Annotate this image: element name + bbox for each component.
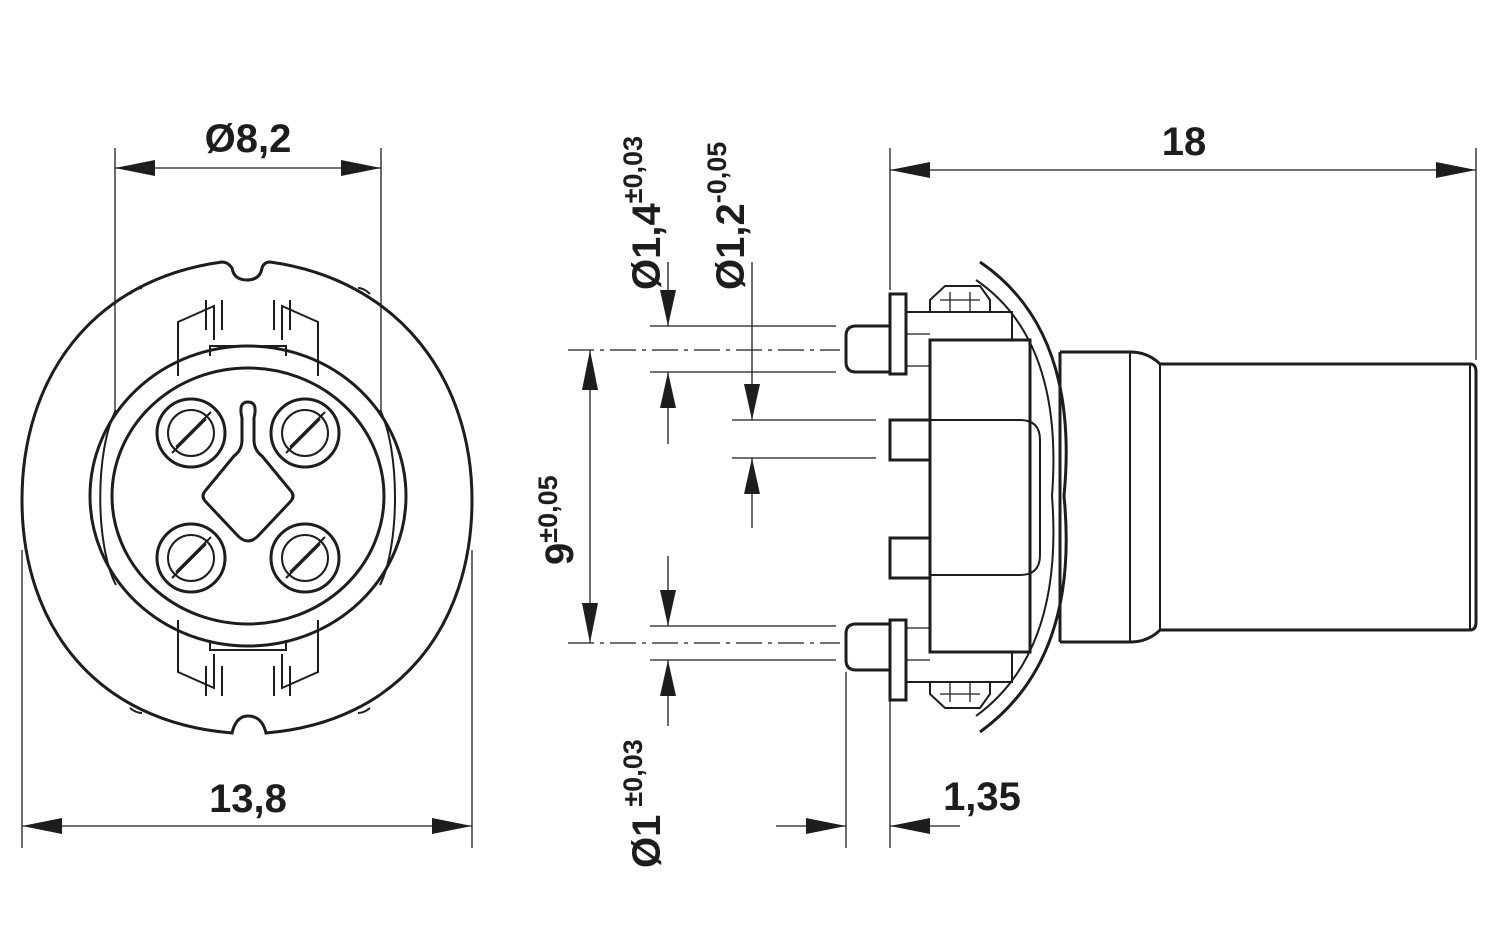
pin-diameter-small-label: Ø1,2-0,05 [702, 142, 753, 290]
side-gasket-inner [975, 279, 1055, 717]
side-bottom-tooth-detail [940, 682, 980, 702]
dim-pin-spacing: 9±0,05 [533, 350, 598, 643]
front-ring-band-right [379, 409, 396, 586]
pin-diameter-small-tolerance: -0,05 [702, 142, 732, 204]
dim-overall-length: 18 [889, 120, 1477, 360]
side-housing-recess [930, 419, 1041, 576]
side-pin-mid-upper [888, 418, 932, 462]
pin-diameter-tip-tolerance: ±0,03 [618, 739, 648, 806]
front-latch-top-wall-right [273, 300, 291, 330]
front-bump-bottom-left [129, 707, 143, 714]
front-ring-band-left [99, 409, 117, 586]
front-latch-top-left [177, 304, 215, 376]
side-view [844, 260, 1478, 734]
side-bottom-tooth [929, 681, 991, 709]
pin-diameter-large-label: Ø1,4±0,03 [618, 136, 669, 290]
side-top-tooth [929, 285, 991, 313]
front-bump-bottom-right [357, 707, 371, 714]
side-body-cylinder [1060, 350, 1478, 644]
side-pin-mid-lower [888, 536, 932, 580]
front-ring-outer [88, 344, 408, 648]
centerlines [568, 349, 840, 644]
pin-diameter-tip-label: Ø1 ±0,03 [618, 739, 669, 868]
pin-spacing-tolerance: ±0,05 [533, 475, 563, 542]
front-latch-bottom-left [177, 620, 215, 690]
contact-top-left [155, 397, 227, 469]
front-latch-top-wall-left [205, 300, 223, 330]
front-latch-top-right [281, 304, 319, 376]
front-view [20, 260, 474, 735]
front-bump-top-left [129, 287, 143, 295]
offset-label: 1,35 [943, 775, 1021, 819]
front-latch-top-inner [209, 345, 287, 356]
pin-spacing-label: 9±0,05 [533, 475, 582, 565]
front-latch-bottom-right [281, 620, 319, 690]
pin-diameter-large-base: Ø1,4 [625, 203, 669, 290]
pin-diameter-small-base: Ø1,2 [709, 203, 753, 290]
dim-pin-diameter-large: Ø1,4±0,03 [618, 136, 836, 444]
overall-length-label: 18 [1162, 120, 1207, 164]
pin-spacing-base: 9 [538, 543, 582, 565]
side-top-bracket [905, 311, 1013, 340]
side-pin-top [844, 292, 930, 376]
dim-front-inner-diameter: Ø8,2 [114, 117, 382, 415]
dim-pin-diameter-tip: Ø1 ±0,03 [618, 556, 836, 868]
side-top-tooth-detail [940, 292, 980, 312]
pin-diameter-tip-base: Ø1 [625, 815, 669, 868]
front-outer-width-label: 13,8 [209, 777, 287, 821]
front-latch-bottom-wall-right [273, 666, 291, 696]
pin-diameter-large-tolerance: ±0,03 [618, 136, 648, 203]
side-bottom-bracket [905, 652, 1013, 683]
contact-top-right [269, 397, 341, 469]
front-inner-diameter-label: Ø8,2 [205, 117, 292, 161]
side-gasket-outer [979, 260, 1068, 734]
front-outer-housing [20, 260, 474, 735]
contact-bottom-left [155, 522, 227, 594]
front-latch-bottom-wall-left [205, 666, 223, 696]
front-ring-inner [110, 366, 386, 626]
front-center-keyway [201, 400, 295, 543]
front-bump-top-right [357, 287, 371, 295]
contact-bottom-right [269, 522, 341, 594]
side-pin-bottom [844, 618, 930, 702]
front-latch-bottom-inner [209, 640, 287, 651]
side-housing-block [928, 338, 1032, 654]
dim-pin-diameter-small: Ø1,2-0,05 [702, 142, 876, 528]
dim-offset: 1,35 [776, 672, 1021, 848]
dim-front-outer-width: 13,8 [21, 550, 473, 848]
